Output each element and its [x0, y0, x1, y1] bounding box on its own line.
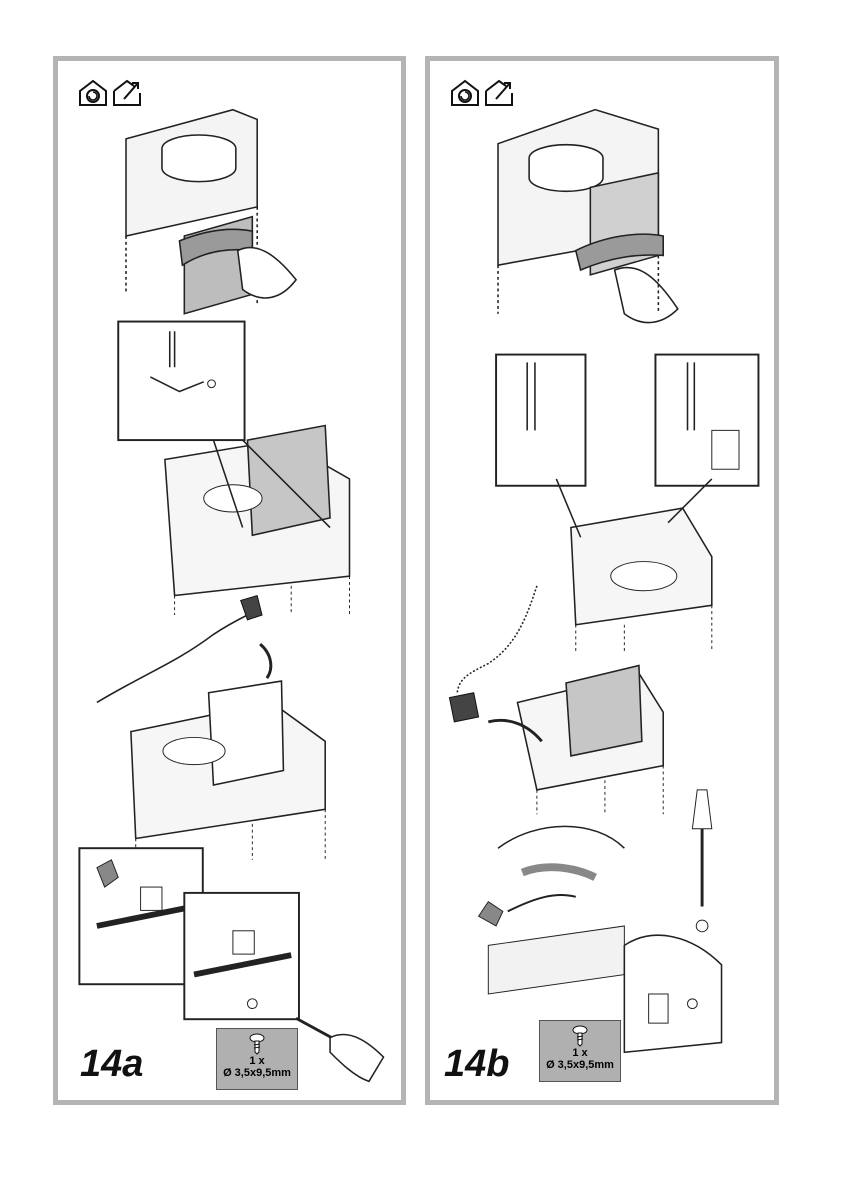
- screw-size: Ø 3,5x9,5mm: [540, 1059, 620, 1071]
- figure-14a-panel: 1 x Ø 3,5x9,5mm 14a: [53, 56, 406, 1105]
- figure-14b-panel: 1 x Ø 3,5x9,5mm 14b: [425, 56, 779, 1105]
- installation-illustration-14a: [58, 61, 401, 1100]
- step-connect-plug: [97, 596, 325, 860]
- step-remove-tape: [498, 110, 678, 323]
- screw-spec-box: 1 x Ø 3,5x9,5mm: [539, 1020, 621, 1082]
- step-fix-control-box: [118, 322, 349, 615]
- screw-spec-box: 1 x Ø 3,5x9,5mm: [216, 1028, 298, 1090]
- step-connect-plug: [449, 586, 663, 814]
- step-fix-cable-clamp: [479, 790, 722, 1052]
- step-fix-brackets: [496, 355, 758, 652]
- screw-quantity: 1 x: [540, 1047, 620, 1059]
- installation-illustration-14b: [430, 61, 774, 1100]
- screw-size: Ø 3,5x9,5mm: [217, 1067, 297, 1079]
- screw-quantity: 1 x: [217, 1055, 297, 1067]
- figure-label: 14b: [444, 1043, 509, 1086]
- figure-label: 14a: [80, 1043, 143, 1086]
- screw-icon: [572, 1025, 588, 1047]
- screw-icon: [249, 1033, 265, 1055]
- step-remove-tape: [126, 110, 296, 314]
